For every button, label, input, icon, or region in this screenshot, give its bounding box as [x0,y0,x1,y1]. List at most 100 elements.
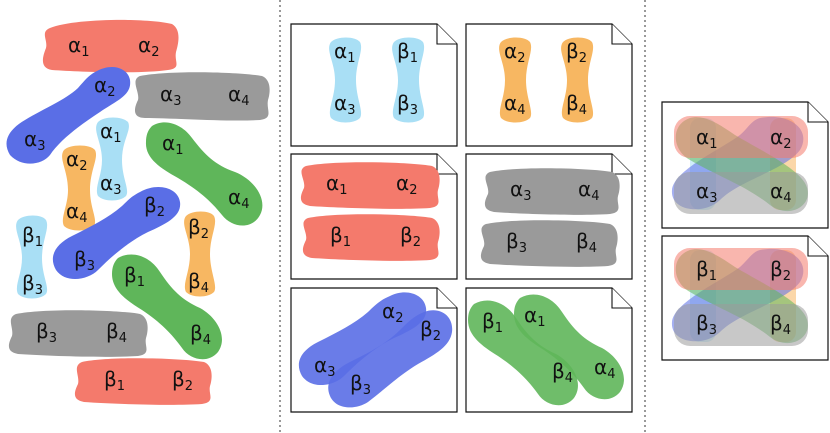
label-beta1: β1 [696,257,717,284]
label-alpha3: α3 [100,171,121,198]
label-alpha2: α2 [94,73,115,100]
middle-panel: α1 α3 β1 β3 α2 α4 β2 β4 α1 α2 β1 β2 [290,23,633,413]
pair-alpha1-alpha4: α1 α4 [145,122,263,226]
overlay-document-alpha: α1 α2 α3 α4 [661,101,829,229]
document-1: α1 α3 β1 β3 [290,23,458,147]
label-alpha4: α4 [228,185,249,212]
document-fold [807,236,828,257]
blob-green [514,294,624,400]
label-beta4: β4 [576,229,597,256]
label-alpha3: α3 [510,177,531,204]
blob-blue [6,66,131,164]
blob-lightblue [392,37,425,123]
overlay-blobs [671,116,808,214]
label-beta4: β4 [770,311,791,338]
label-alpha3: α3 [314,353,335,380]
label-alpha3: α3 [334,91,355,118]
document-2: α2 α4 β2 β4 [465,23,633,147]
blob-gray [484,168,620,215]
document-fold [611,154,632,175]
label-alpha2: α2 [504,39,525,66]
pair-beta1-beta2: β1 β2 [74,358,212,405]
label-alpha3: α3 [24,127,45,154]
label-beta3: β3 [22,271,43,298]
pair-alpha1-alpha3-vertical: α1 α3 [96,117,129,201]
document-fold [436,24,457,45]
pair-alpha2-alpha4-vertical: α2 α4 [62,145,97,231]
label-beta2: β2 [566,39,587,66]
label-beta1: β1 [397,39,418,66]
label-beta3: β3 [350,371,371,398]
overlay-blobs [671,248,808,346]
right-panel: α1 α2 α3 α4 β1 β2 β3 β4 [661,101,829,361]
document-4: α3 α4 β3 β4 [465,153,633,280]
label-alpha4: α4 [228,82,249,109]
blob-orange [561,37,594,123]
label-alpha4: α4 [66,199,87,226]
blob-gray [134,72,270,121]
blob-lightblue [16,215,48,299]
blob-green [145,122,263,226]
document-fold [611,288,632,309]
blob-lightblue [329,37,362,123]
label-beta1: β1 [482,309,503,336]
label-alpha4: α4 [578,177,599,204]
document-6: β1 α1 β4 α4 [465,287,633,413]
pair-beta2-beta3: β2 β3 [52,187,181,280]
label-beta2: β2 [400,223,421,250]
blob-orange [184,211,216,297]
pair-alpha1-alpha2: α1 α2 [42,19,179,73]
label-beta1: β1 [330,223,351,250]
blob-blue [52,187,181,280]
document-5: α2 β2 α3 β3 [290,287,458,413]
blob-red [42,19,179,73]
document-fold [807,102,828,123]
blob-red [300,162,440,209]
blob-orange [499,37,532,123]
label-alpha1: α1 [162,131,183,158]
label-alpha2: α2 [66,147,87,174]
label-beta3: β3 [397,91,418,118]
blob-red [674,248,808,290]
label-alpha3: α3 [160,82,181,109]
label-alpha4: α4 [594,355,615,382]
label-beta4: β4 [188,269,209,296]
label-alpha1: α1 [100,119,121,146]
label-alpha2: α2 [382,299,403,326]
label-alpha1: α1 [696,125,717,152]
pair-alpha3-alpha4: α3 α4 [134,72,270,121]
blob-gray [480,220,618,267]
label-beta4: β4 [106,319,127,346]
label-beta3: β3 [696,311,717,338]
label-alpha1: α1 [524,303,545,330]
label-alpha2: α2 [396,171,417,198]
pair-beta3-beta4: β3 β4 [8,310,148,357]
blob-red [674,116,808,158]
label-beta2: β2 [770,257,791,284]
blob-lightblue [96,117,129,201]
overlay-document-beta: β1 β2 β3 β4 [661,235,829,361]
label-beta3: β3 [74,247,95,274]
blob-red [302,214,440,261]
document-fold [611,24,632,45]
document-fold [436,154,457,175]
blob-green [112,254,222,360]
document-page [465,23,633,147]
document-fold [436,288,457,309]
blob-orange [62,145,97,231]
blob-gray [674,172,808,214]
blob-blue [328,310,453,408]
blob-gray [8,310,148,357]
blob-blue [298,292,427,386]
label-alpha1: α1 [68,33,89,60]
label-beta4: β4 [566,91,587,118]
label-alpha3: α3 [696,179,717,206]
label-beta2: β2 [420,317,441,344]
label-beta4: β4 [190,321,211,348]
label-beta2: β2 [188,215,209,242]
label-beta3: β3 [36,319,57,346]
label-beta1: β1 [124,263,145,290]
pair-beta1-beta4: β1 β4 [112,254,222,360]
label-alpha4: α4 [504,91,525,118]
